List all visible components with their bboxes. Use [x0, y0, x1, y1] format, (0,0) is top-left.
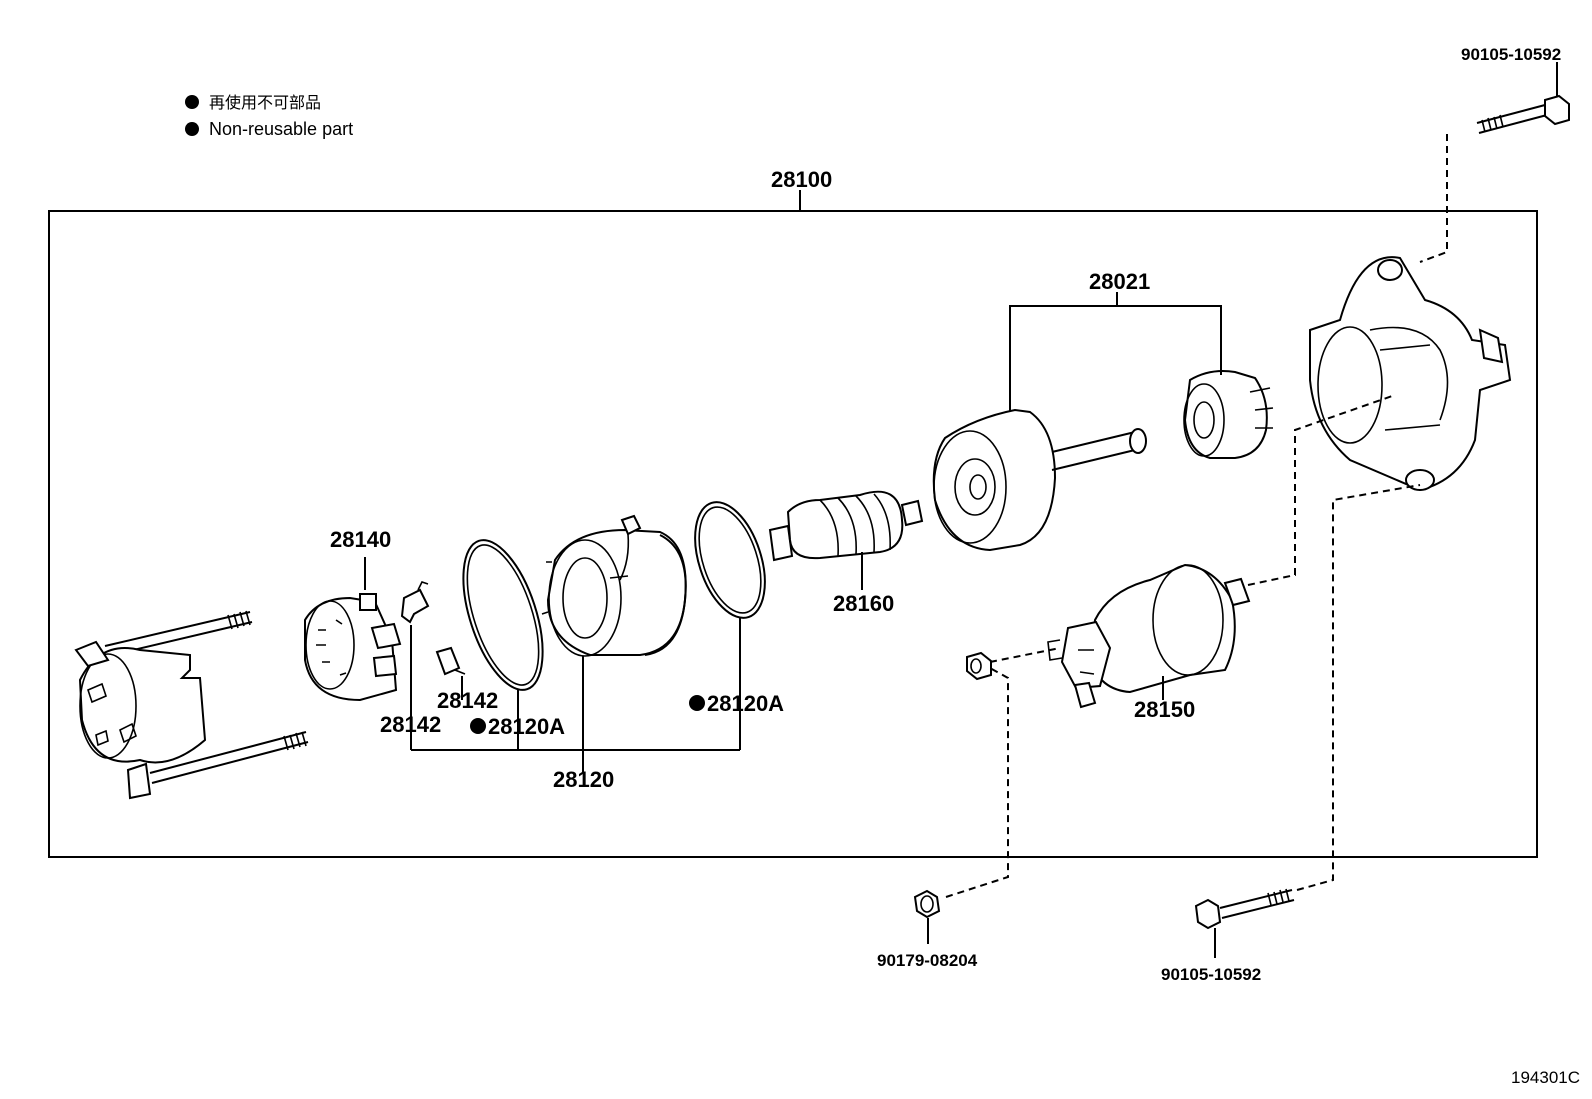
solenoid-label: 28150 — [1134, 697, 1195, 722]
bolt-bottom-part: 90105-10592 — [1161, 484, 1421, 984]
o-ring-a-label: 28120A — [488, 714, 565, 739]
spring-b-label: 28142 — [437, 688, 498, 713]
end-frame-part — [74, 610, 309, 800]
assembly-frame: 28100 — [48, 167, 1538, 858]
bolt-bottom-label: 90105-10592 — [1161, 965, 1261, 984]
solenoid-housing-link — [1247, 394, 1396, 586]
bolt-top-label: 90105-10592 — [1461, 45, 1561, 64]
legend-dot-icon — [185, 122, 199, 136]
terminal-nut-part — [966, 647, 1061, 681]
clutch-kit-part: 28021 — [932, 269, 1274, 552]
spring-a-label: 28142 — [380, 712, 441, 737]
yoke-label: 28120 — [553, 767, 614, 792]
legend-en-text: Non-reusable part — [209, 119, 353, 139]
legend-jp-text: 再使用不可部品 — [209, 93, 321, 112]
clutch-kit-label: 28021 — [1089, 269, 1150, 294]
yoke-part: 28120 — [541, 514, 687, 792]
o-ring-b-label: 28120A — [707, 691, 784, 716]
o-ring-a-part: 28120A — [462, 539, 565, 750]
spring-parts: 28142 28142 — [380, 581, 498, 750]
nut-label: 90179-08204 — [877, 951, 978, 970]
non-reusable-dot-icon — [689, 695, 705, 711]
o-ring-b-part: 28120A — [689, 501, 784, 750]
armature-label: 28160 — [833, 591, 894, 616]
assembly-label: 28100 — [771, 167, 832, 192]
armature-part: 28160 — [768, 490, 924, 616]
bolt-top-part: 90105-10592 — [1419, 45, 1570, 263]
non-reusable-dot-icon — [470, 718, 486, 734]
drive-housing-part — [1309, 256, 1512, 492]
legend: 再使用不可部品 Non-reusable part — [185, 93, 353, 139]
brush-holder-label: 28140 — [330, 527, 391, 552]
nut-part: 90179-08204 — [877, 667, 1009, 970]
legend-dot-icon — [185, 95, 199, 109]
solenoid-part: 28150 — [1047, 563, 1251, 722]
brush-holder-part: 28140 — [304, 527, 402, 702]
illustration-id: 194301C — [1511, 1068, 1580, 1087]
